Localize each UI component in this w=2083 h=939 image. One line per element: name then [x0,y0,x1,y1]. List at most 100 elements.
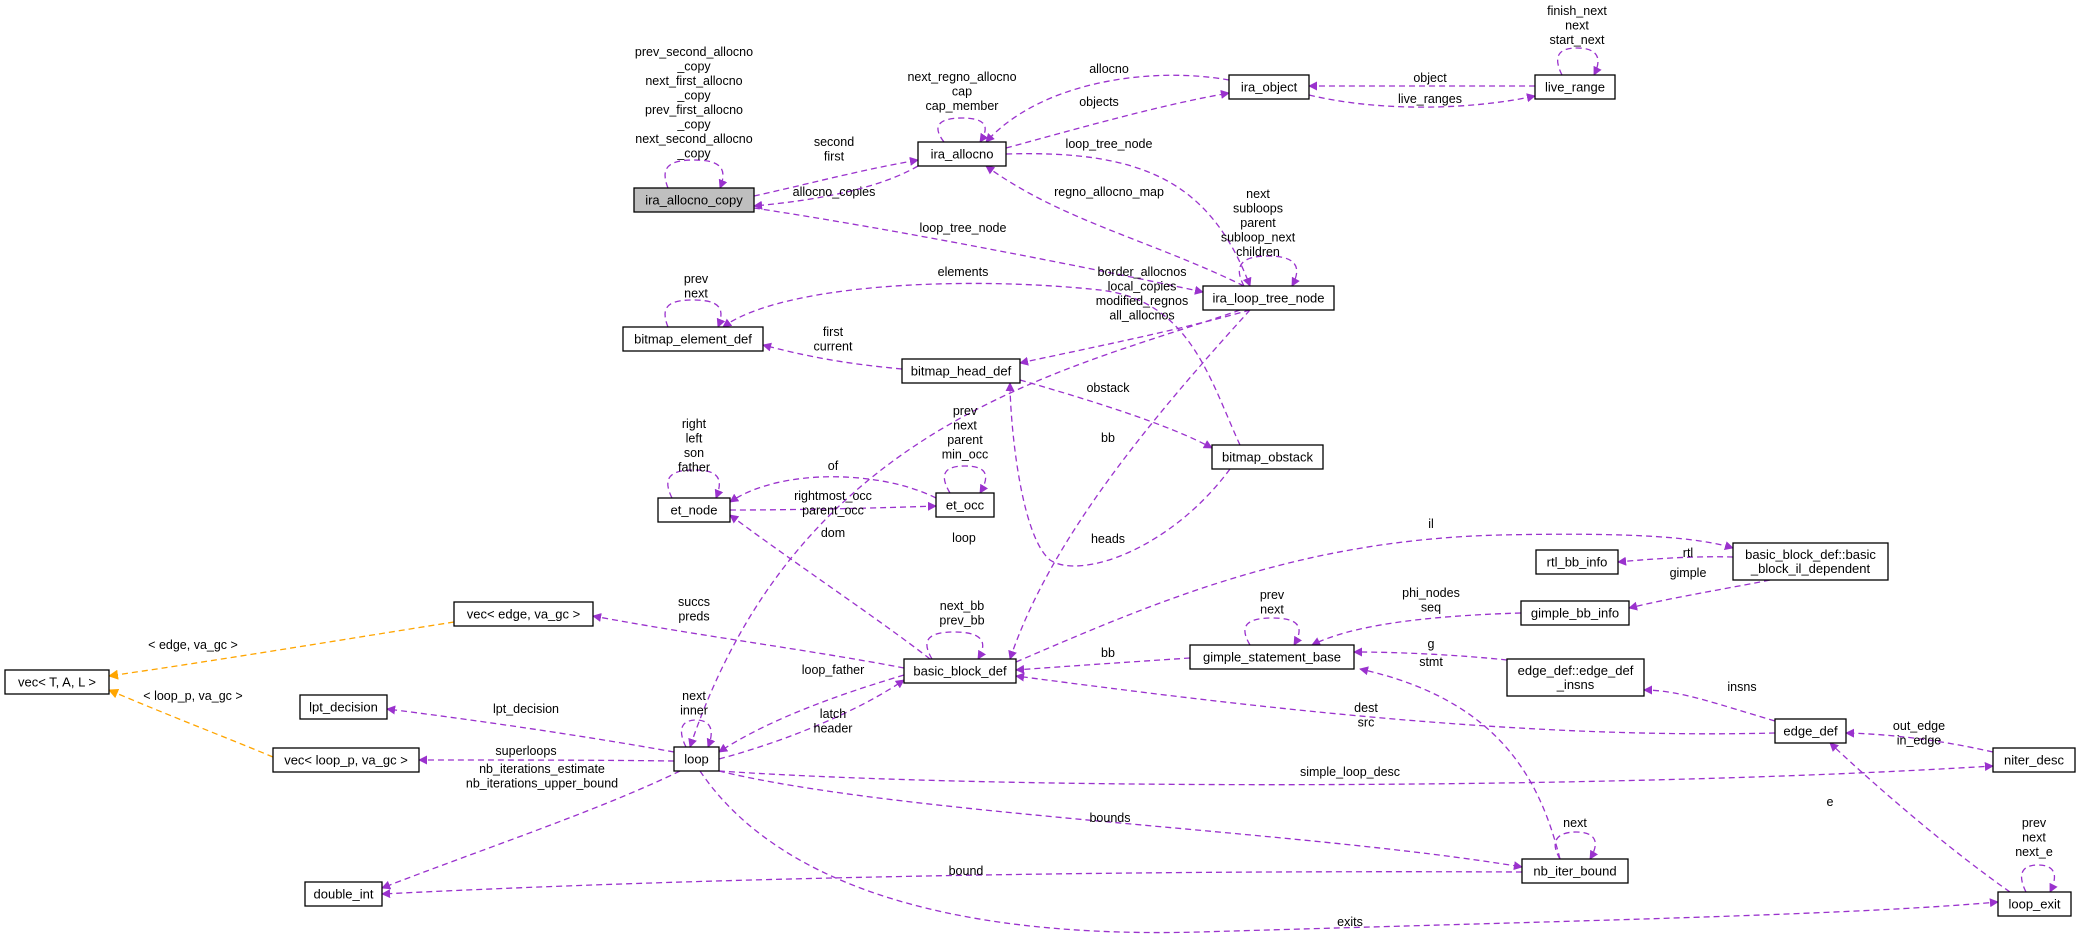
node-box[interactable] [4,669,110,695]
node-label: edge_def [1783,724,1838,739]
node-box[interactable] [673,746,720,772]
node-label: et_occ [946,498,985,513]
edge-label-line: live_ranges [1398,92,1462,106]
node-basic_block_def[interactable]: basic_block_def [903,658,1017,684]
node-label: bitmap_head_def [911,364,1012,379]
edge-label-line: prev_first_allocno [645,103,743,117]
edge-label-line: min_occ [942,448,989,462]
edge-bitmap_element_def-to-bitmap_element_def [664,299,726,328]
node-box[interactable] [1521,858,1629,884]
node-niter_desc[interactable]: niter_desc [1992,747,2076,773]
edge-label-line: inner [680,704,708,718]
edge-label-line: object [1413,71,1447,85]
node-basic_block_il_dependent[interactable]: basic_block_def::basic_block_il_dependen… [1732,542,1889,581]
node-vec_edge[interactable]: vec< edge, va_gc > [453,601,594,627]
edge-label-line: succs [678,595,710,609]
node-box[interactable] [1992,747,2076,773]
edge-label-line: next [1260,603,1284,617]
edge-label-line: next_first_allocno [645,74,742,88]
node-box[interactable] [304,881,383,907]
node-ira_object[interactable]: ira_object [1228,74,1310,100]
node-label-line: basic_block_def [913,664,1007,679]
node-label: edge_def::edge_def_insns [1518,663,1634,692]
node-label: loop [684,752,709,767]
node-box[interactable] [1506,658,1645,697]
edge-label-basic_block_il_dependent-to-gimple_bb_info: gimple [1670,566,1707,580]
node-box[interactable] [1202,285,1335,311]
node-box[interactable] [1211,444,1324,470]
edge-loop-to-loop [680,719,716,748]
edge-label-line: _copy [676,89,711,103]
node-box[interactable] [622,326,764,352]
node-rtl_bb_info[interactable]: rtl_bb_info [1535,549,1619,575]
edge-loop-to-basic_block_def [718,679,905,760]
node-label: double_int [314,887,374,902]
node-box[interactable] [935,492,995,518]
node-box[interactable] [657,497,731,523]
edge-nb_iter_bound-to-gimple_statement_base [1359,666,1561,860]
node-loop_exit[interactable]: loop_exit [1997,891,2072,917]
edge-bitmap_head_def-to-bitmap_element_def [762,342,903,370]
node-et_occ[interactable]: et_occ [935,492,995,518]
node-box[interactable] [901,358,1021,384]
node-label-line: ira_allocno_copy [645,193,743,208]
node-et_node[interactable]: et_node [657,497,731,523]
node-box[interactable] [1732,542,1889,581]
node-edge_def_insns[interactable]: edge_def::edge_def_insns [1506,658,1645,697]
edge-label-line: cap_member [926,99,999,113]
node-box[interactable] [917,141,1007,167]
node-edge_def[interactable]: edge_def [1774,718,1847,744]
node-label-line: loop_exit [2008,897,2060,912]
node-label-line: bitmap_head_def [911,364,1012,379]
edge-label-line: modified_regnos [1096,294,1188,308]
edge-loop-to-loop_exit [699,770,1999,934]
node-box[interactable] [1520,600,1630,626]
node-lpt_decision[interactable]: lpt_decision [299,694,388,720]
node-gimple_statement_base[interactable]: gimple_statement_base [1189,644,1355,670]
node-label-line: ira_allocno [931,147,994,162]
node-box[interactable] [633,187,755,213]
node-box[interactable] [299,694,388,720]
node-ira_loop_tree_node[interactable]: ira_loop_tree_node [1202,285,1335,311]
node-double_int[interactable]: double_int [304,881,383,907]
node-gimple_bb_info[interactable]: gimple_bb_info [1520,600,1630,626]
node-box[interactable] [272,747,420,773]
edge-label-loop-to-lpt_decision: lpt_decision [493,702,559,716]
node-bitmap_head_def[interactable]: bitmap_head_def [901,358,1021,384]
node-box[interactable] [1774,718,1847,744]
node-box[interactable] [903,658,1017,684]
node-box[interactable] [453,601,594,627]
edge-nb_iter_bound-to-nb_iter_bound [1554,831,1599,860]
node-ira_allocno[interactable]: ira_allocno [917,141,1007,167]
edge-label-line: next_regno_allocno [907,70,1016,84]
node-label-line: ira_object [1241,80,1298,95]
edge-label-line: bb [1101,646,1115,660]
node-bitmap_obstack[interactable]: bitmap_obstack [1211,444,1324,470]
edge-edge_def-to-basic_block_def [1015,672,1776,735]
edge-label-line: bounds [1089,811,1130,825]
node-box[interactable] [1228,74,1310,100]
node-vec_tal[interactable]: vec< T, A, L > [4,669,110,695]
edge-et_node-to-et_node [667,469,724,499]
node-bitmap_element_def[interactable]: bitmap_element_def [622,326,764,352]
node-box[interactable] [1189,644,1355,670]
edge-label-line: loop_father [802,663,865,677]
edge-et_occ-to-et_node [729,476,937,503]
node-vec_loop_p[interactable]: vec< loop_p, va_gc > [272,747,420,773]
node-loop[interactable]: loop [673,746,720,772]
edge-label-line: next [1565,19,1589,33]
edge-label-line: dom [821,526,845,540]
node-label-line: nb_iter_bound [1533,864,1616,879]
node-ira_allocno_copy[interactable]: ira_allocno_copy [633,187,755,213]
edge-label-line: next [1563,816,1587,830]
node-live_range[interactable]: live_range [1534,74,1616,100]
node-nb_iter_bound[interactable]: nb_iter_bound [1521,858,1629,884]
node-box[interactable] [1535,549,1619,575]
edge-label-line: seq [1421,601,1441,615]
node-box[interactable] [1997,891,2072,917]
edge-loop-to-double_int [381,770,681,890]
node-label-line: gimple_bb_info [1531,606,1619,621]
node-box[interactable] [1534,74,1616,100]
